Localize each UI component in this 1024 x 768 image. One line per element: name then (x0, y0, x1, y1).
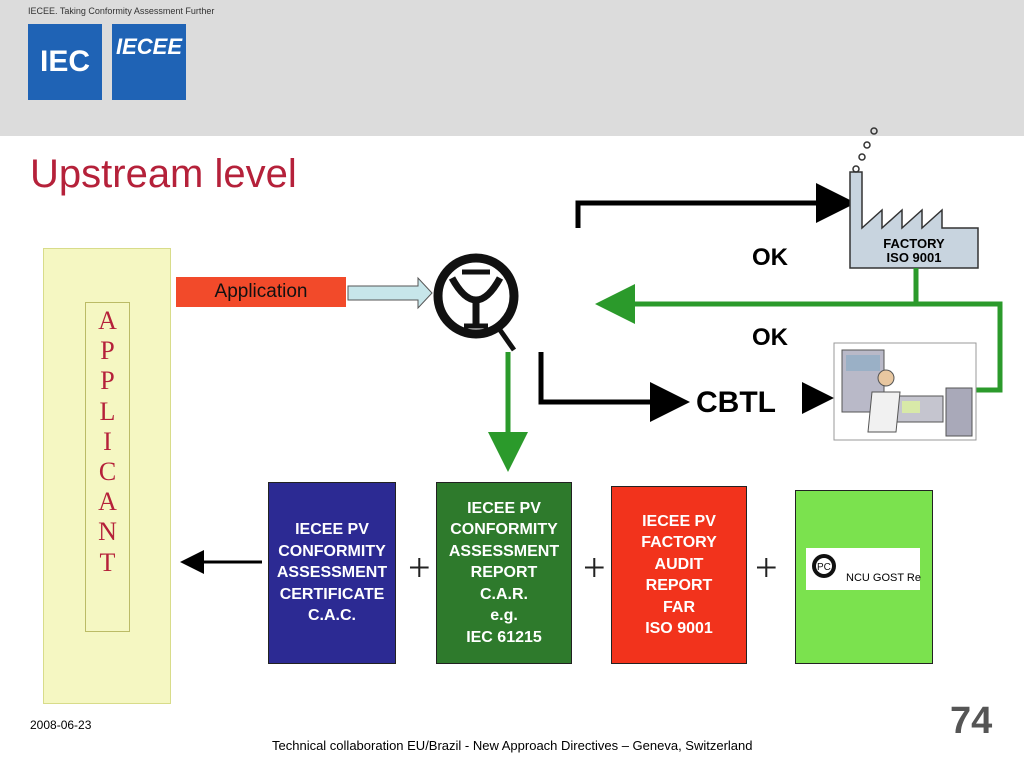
ok-label-middle: OK (752, 324, 788, 351)
far-line: AUDIT (654, 555, 704, 573)
applicant-letter: I (103, 426, 112, 456)
cbtl-request-arrow (538, 352, 690, 422)
factory-icon (849, 127, 979, 269)
applicant-letter: P (100, 366, 115, 396)
factory-label: FACTORY ISO 9001 (850, 237, 978, 265)
applicant-letter: P (100, 336, 115, 366)
iecee-logo: IECEE (112, 24, 186, 100)
report-line: ASSESSMENT (448, 542, 560, 560)
factory-label-line: FACTORY (883, 236, 945, 251)
applicant-letter: T (99, 547, 116, 577)
slide-title: Upstream level (30, 152, 297, 196)
certificate-box: IECEE PV CONFORMITY ASSESSMENT CERTIFICA… (268, 482, 396, 664)
gost-text: NCU GOST Re (846, 572, 921, 584)
far-line: FAR (663, 598, 695, 616)
applicant-letter: A (98, 306, 117, 335)
cb-scheme-icon (433, 253, 519, 352)
factory-ok-arrow (595, 268, 919, 324)
applicant-letter: C (98, 457, 117, 487)
applicant-letter: A (98, 487, 117, 517)
ok-label-top: OK (752, 244, 788, 271)
footer-date: 2008-06-23 (30, 718, 92, 732)
factory-request-arrow (575, 183, 856, 228)
certificate-line: CERTIFICATE (279, 585, 385, 603)
report-line: e.g. (490, 607, 518, 625)
report-line: IEC 61215 (466, 628, 542, 646)
application-arrow (347, 276, 433, 310)
assessment-report-box: IECEE PV CONFORMITY ASSESSMENT REPORT C.… (436, 482, 572, 664)
factory-audit-report-box: IECEE PV FACTORY AUDIT REPORT FAR ISO 90… (611, 486, 747, 664)
applicant-box (85, 302, 130, 632)
certificate-line: ASSESSMENT (276, 564, 388, 582)
page-number: 74 (950, 700, 993, 742)
far-line: FACTORY (641, 534, 717, 551)
far-line: REPORT (645, 577, 713, 594)
far-line: IECEE PV (642, 512, 716, 530)
report-line: CONFORMITY (450, 521, 558, 539)
factory-label-line: ISO 9001 (886, 250, 942, 265)
application-label: Application (176, 277, 346, 307)
cbtl-label: CBTL (696, 386, 776, 419)
report-line: C.A.R. (480, 585, 528, 603)
applicant-letter: L (99, 396, 116, 426)
plus-sign: + (408, 545, 431, 590)
iec-logo: IEC (28, 24, 102, 100)
applicant-letter: N (98, 517, 117, 547)
gost-mark-icon: PC (812, 554, 836, 578)
lab-ok-line (916, 301, 1003, 393)
header-tagline: IECEE. Taking Conformity Assessment Furt… (28, 6, 215, 16)
far-line: ISO 9001 (645, 620, 713, 637)
footer-text: Technical collaboration EU/Brazil - New … (272, 738, 753, 753)
plus-sign: + (755, 545, 778, 590)
certificate-line: IECEE PV (295, 521, 369, 539)
plus-sign: + (583, 545, 606, 590)
svg-text:PC: PC (817, 562, 831, 573)
certificate-line: C.A.C. (308, 607, 356, 625)
report-line: REPORT (470, 564, 538, 582)
applicant-label: A P P L I C A N T (85, 306, 130, 578)
lab-technician-image (833, 342, 977, 441)
certificate-line: CONFORMITY (278, 542, 386, 560)
report-line: IECEE PV (467, 499, 541, 517)
